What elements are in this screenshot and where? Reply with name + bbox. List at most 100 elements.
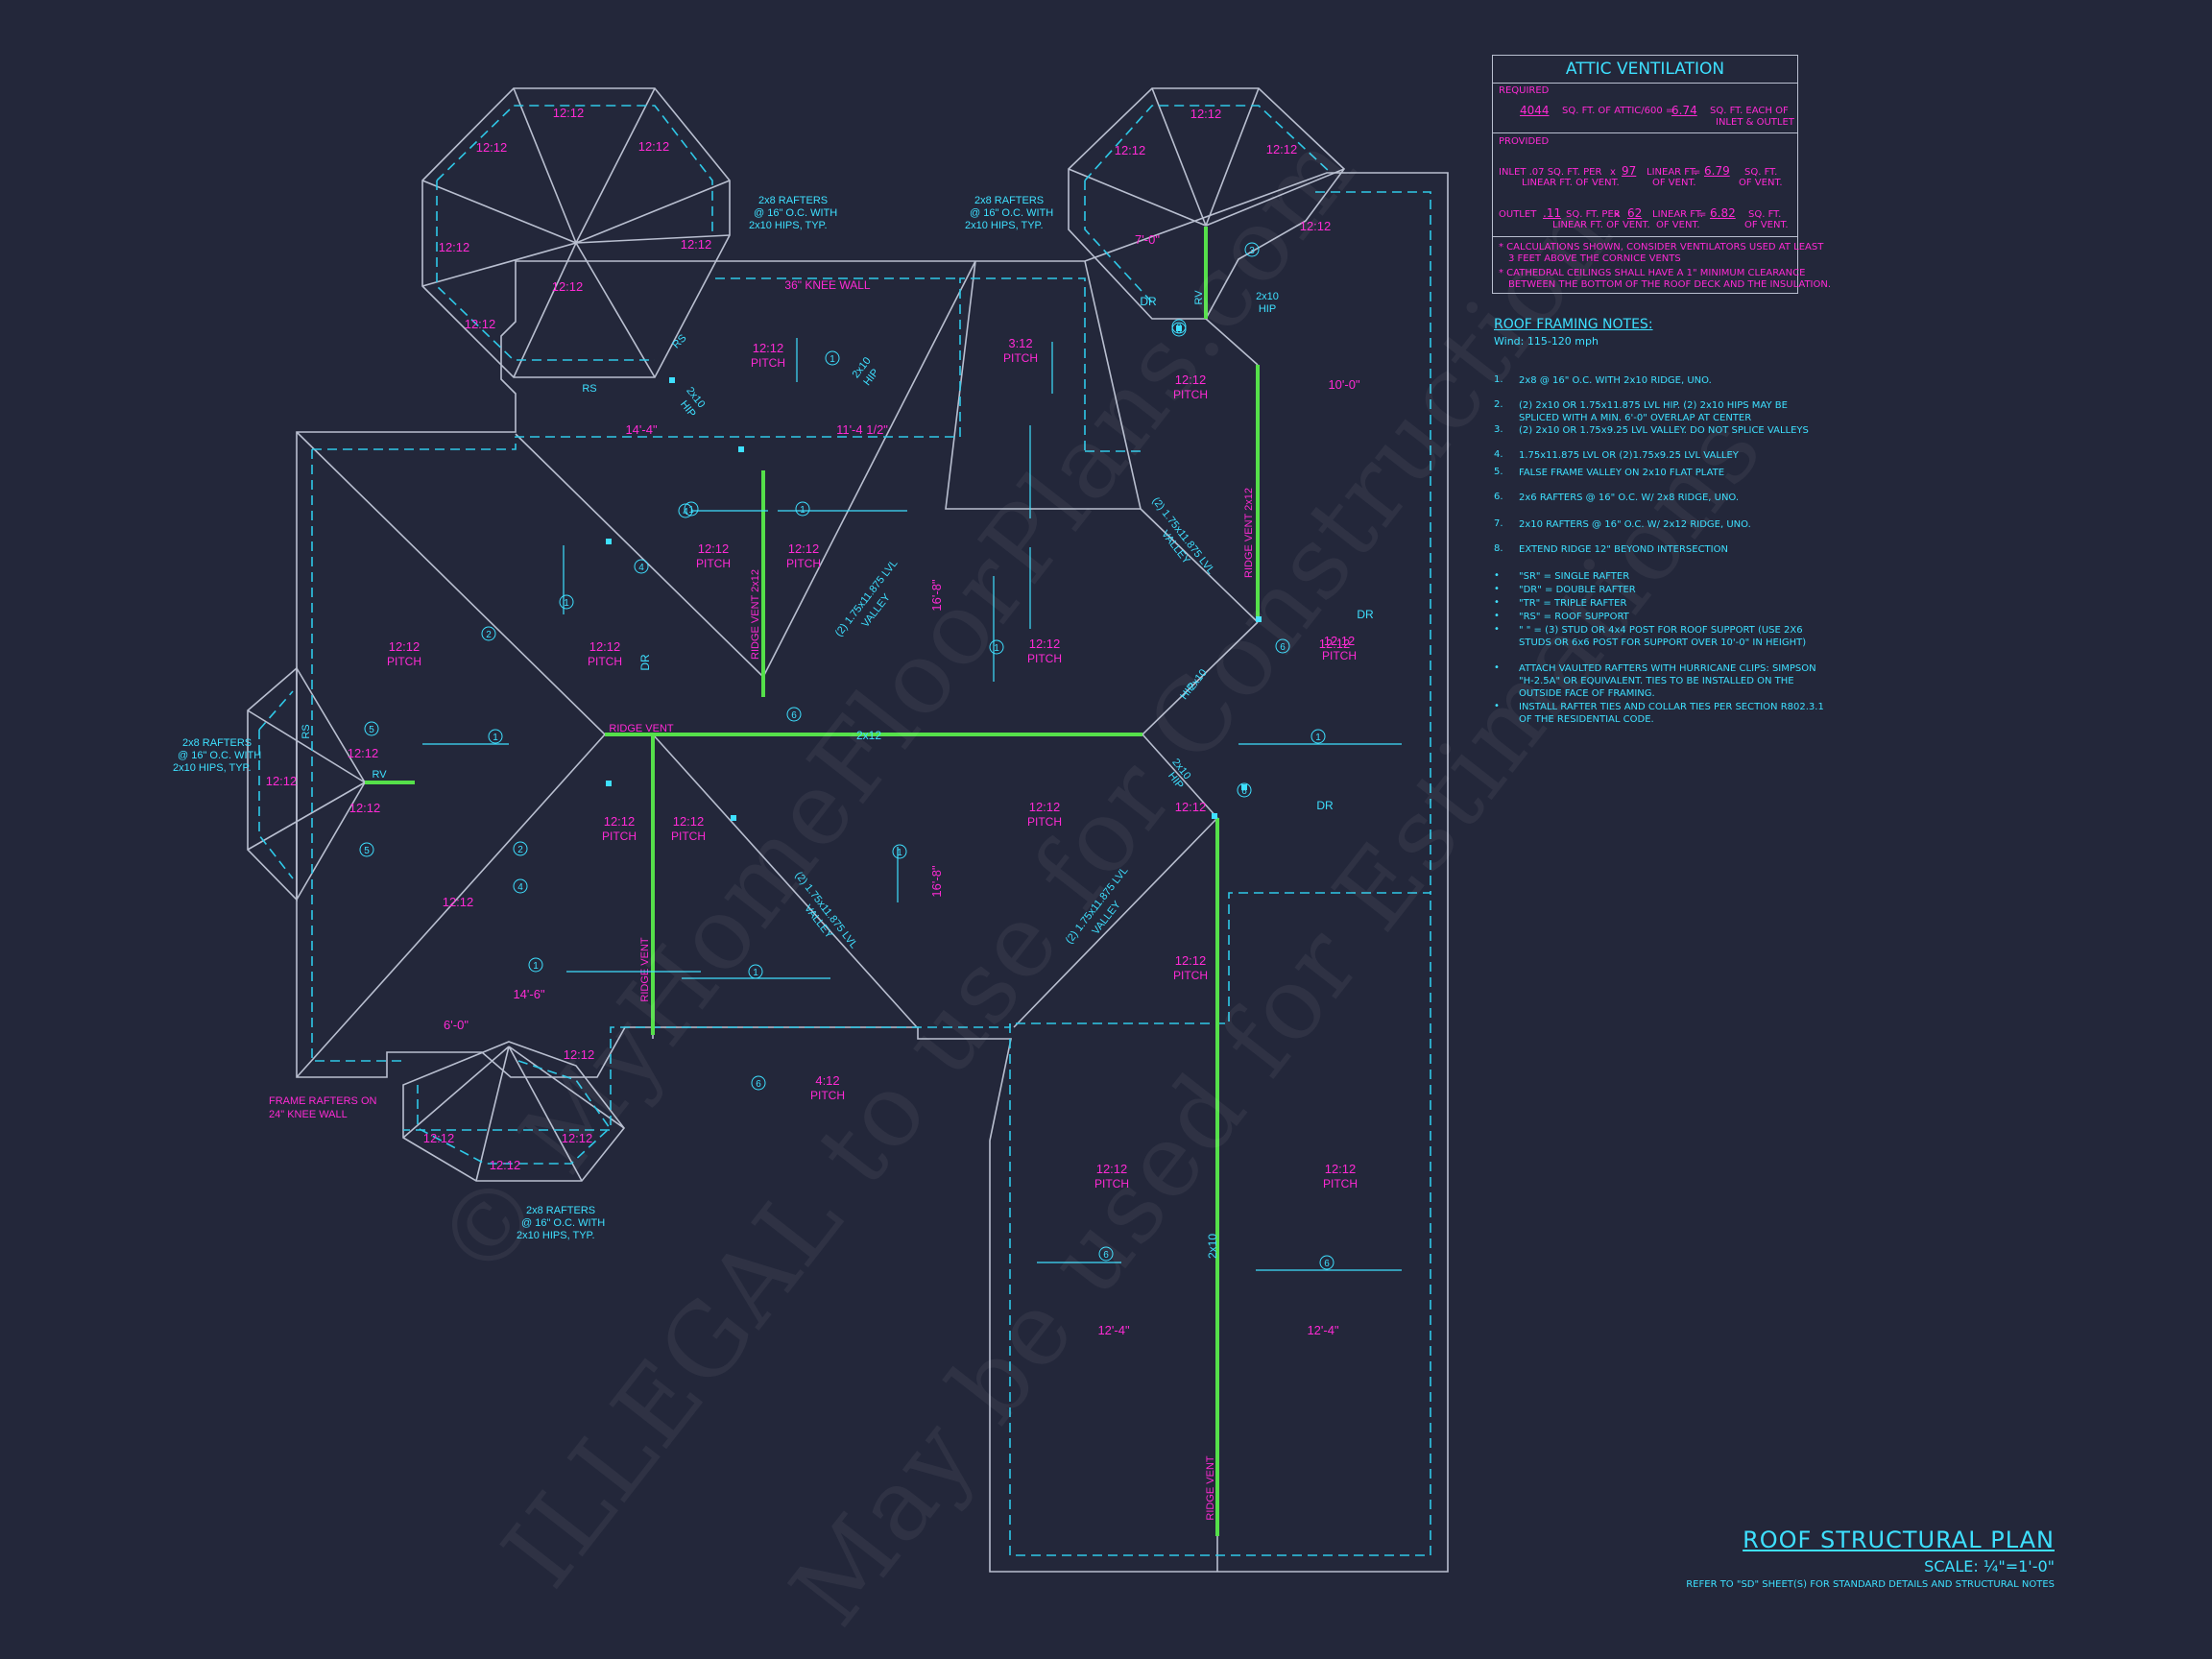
pitch-label: 12:12	[553, 106, 585, 120]
framing-note-number: •	[1494, 570, 1500, 581]
framing-note-text: 2x10 RAFTERS @ 16" O.C. W/ 2x12 RIDGE, U…	[1519, 519, 1751, 530]
framing-note-number: 4.	[1494, 449, 1503, 460]
dimension-label: 14'-4"	[625, 422, 658, 437]
required-unit: SQ. FT. EACH OF	[1710, 106, 1789, 116]
dimension-label: 7'-0"	[1135, 232, 1160, 247]
pitch-label: 12:12	[465, 317, 496, 331]
pitch-word: PITCH	[1173, 388, 1208, 401]
framing-note-text: " " = (3) STUD OR 4x4 POST FOR ROOF SUPP…	[1519, 625, 1807, 648]
framing-note-number: •	[1494, 597, 1500, 608]
sheet-title: ROOF STRUCTURAL PLAN	[1743, 1527, 2055, 1553]
framing-note-number: 8.	[1494, 543, 1503, 554]
roof-support-marker	[1241, 784, 1247, 790]
framing-note-text: "SR" = SINGLE RAFTER	[1519, 571, 1630, 582]
pitch-word: PITCH	[1003, 351, 1038, 365]
pitch-label: 12:12	[1175, 800, 1207, 814]
pitch-label: 12:12	[443, 895, 474, 909]
callout-bubble: 6	[1098, 1246, 1114, 1262]
inlet-label: INLET .07 SQ. FT. PER	[1499, 167, 1602, 178]
callout-number: 5	[364, 846, 370, 856]
required-label: REQUIRED	[1499, 85, 1550, 96]
required-unit-2: INLET & OUTLET	[1716, 117, 1794, 128]
callout-number: 1	[564, 598, 569, 609]
pitch-word: PITCH	[810, 1089, 845, 1102]
framing-note-number: 7.	[1494, 518, 1503, 529]
dimension-label: 12'-4"	[1097, 1323, 1130, 1337]
callout-bubble: 1	[488, 729, 503, 744]
inlet-result: 6.79	[1704, 164, 1730, 178]
framing-note-text: FALSE FRAME VALLEY ON 2x10 FLAT PLATE	[1519, 468, 1725, 478]
callout-number: 3	[1249, 246, 1255, 256]
framing-note-text: EXTEND RIDGE 12" BEYOND INTERSECTION	[1519, 544, 1728, 555]
pitch-label: 12:12	[1115, 143, 1146, 157]
callout-number: 1	[533, 961, 539, 972]
roof-support-marker	[1212, 813, 1217, 819]
wall-lines	[258, 105, 1431, 1556]
framing-note-number: •	[1494, 584, 1500, 594]
vent-note-1a: * CALCULATIONS SHOWN, CONSIDER VENTILATO…	[1499, 242, 1824, 252]
pitch-ratio: 4:12	[815, 1073, 839, 1088]
wind-speed: Wind: 115-120 mph	[1494, 335, 1599, 348]
pitch-ratio: 12:12	[673, 814, 705, 829]
callout-number: 1	[897, 848, 902, 858]
required-result: 6.74	[1671, 104, 1697, 117]
frame-rafters-note: 24" KNEE WALL	[269, 1109, 348, 1120]
provided-label: PROVIDED	[1499, 136, 1550, 147]
octagon-bay-bottom	[402, 1041, 626, 1182]
roof-support-marker	[1176, 325, 1182, 331]
roof-support-marker	[738, 446, 744, 452]
pitch-ratio: 3:12	[1008, 336, 1032, 350]
callout-number: 8	[1176, 325, 1182, 336]
callout-number: 4	[638, 563, 644, 573]
pitch-ratio: 12:12	[1096, 1162, 1128, 1176]
framing-note-number: •	[1494, 662, 1500, 673]
callout-bubble: 1	[559, 594, 574, 610]
vent-note-2b: BETWEEN THE BOTTOM OF THE ROOF DECK AND …	[1508, 279, 1832, 290]
framing-note-text: "RS" = ROOF SUPPORT	[1519, 612, 1629, 622]
pitch-word: PITCH	[602, 830, 637, 843]
framing-note-text: ATTACH VAULTED RAFTERS WITH HURRICANE CL…	[1519, 663, 1816, 699]
rafter-note: @ 16" O.C. WITH	[754, 207, 837, 219]
required-formula: SQ. FT. OF ATTIC/600 =	[1562, 106, 1674, 116]
roof-support-marker	[606, 539, 612, 544]
roof-support-marker	[731, 815, 736, 821]
pitch-word: PITCH	[1173, 969, 1208, 982]
rafter-note: 2x10 HIPS, TYP.	[517, 1230, 595, 1241]
framing-note-number: 3.	[1494, 424, 1503, 435]
octagon-tower-right	[1068, 87, 1346, 320]
dimension-label: 10'-0"	[1328, 377, 1360, 392]
callout-number: 6	[791, 710, 797, 721]
double-rafter-label: DR	[1357, 608, 1374, 621]
pitch-label: 12:12	[564, 1047, 595, 1062]
required-attic-area: 4044	[1520, 104, 1550, 117]
outlet-label: OUTLET	[1499, 209, 1537, 220]
framing-note-number: 5.	[1494, 467, 1503, 477]
pitch-label: 12:12	[1266, 142, 1298, 156]
ridge-vent-label: RIDGE VENT	[639, 937, 651, 1002]
pitch-ratio: 12:12	[604, 814, 636, 829]
roof-support-marker	[1256, 616, 1262, 622]
framing-note-number: 1.	[1494, 374, 1503, 385]
outlet-sub: LINEAR FT. OF VENT.	[1552, 220, 1650, 230]
rafter-note: 2x10 HIPS, TYP.	[173, 762, 252, 774]
roof-support-label: RS	[301, 724, 312, 738]
callout-number: 1	[753, 968, 758, 978]
callout-number: 6	[1280, 642, 1286, 653]
callout-bubble: 1	[795, 501, 810, 517]
pitch-word: PITCH	[696, 557, 731, 570]
rafter-note: @ 16" O.C. WITH	[521, 1217, 605, 1229]
pitch-label: 12:12	[681, 237, 712, 252]
pitch-label: 12:12	[1319, 637, 1351, 651]
pitch-label: 12:12	[348, 746, 379, 760]
roof-support-marker	[669, 377, 675, 383]
callout-bubble: 4	[634, 559, 649, 574]
pitch-label: 12:12	[490, 1158, 521, 1172]
callout-bubble: 6	[1275, 638, 1290, 654]
ridge-vents	[365, 227, 1260, 1536]
framing-note-text: 1.75x11.875 LVL OR (2)1.75x9.25 LVL VALL…	[1519, 450, 1739, 461]
framing-note-text: "TR" = TRIPLE RAFTER	[1519, 598, 1627, 609]
roof-support-label: RS	[670, 332, 688, 350]
callout-number: 6	[1324, 1259, 1330, 1269]
callout-number: 2	[486, 630, 492, 640]
framing-note-text: 2x6 RAFTERS @ 16" O.C. W/ 2x8 RIDGE, UNO…	[1519, 493, 1740, 503]
